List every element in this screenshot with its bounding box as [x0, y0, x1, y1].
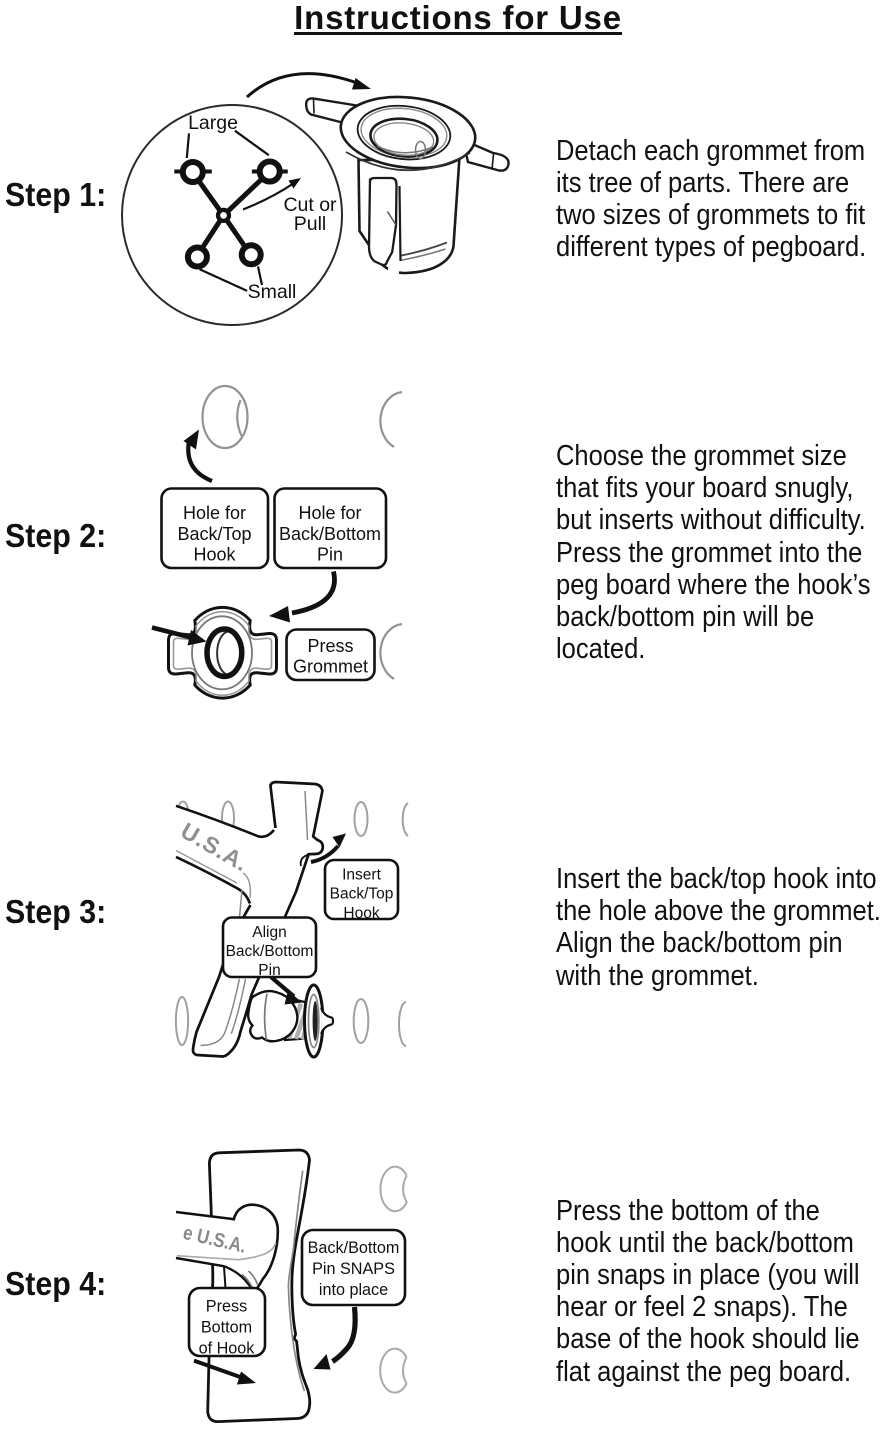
svg-text:Back/Bottom: Back/Bottom	[226, 943, 314, 960]
svg-text:Hook: Hook	[193, 545, 236, 565]
svg-text:of Hook: of Hook	[199, 1340, 256, 1358]
svg-text:Pin SNAPS: Pin SNAPS	[312, 1260, 395, 1278]
svg-text:Pin: Pin	[258, 962, 280, 979]
svg-text:Back/Top: Back/Top	[177, 524, 251, 544]
svg-text:Pull: Pull	[294, 213, 327, 235]
svg-text:Pin: Pin	[317, 545, 343, 565]
svg-text:Back/Bottom: Back/Bottom	[279, 524, 381, 544]
svg-text:Small: Small	[248, 281, 297, 303]
svg-text:Bottom: Bottom	[201, 1319, 252, 1337]
svg-text:Back/Bottom: Back/Bottom	[308, 1239, 400, 1257]
svg-text:into place: into place	[319, 1281, 388, 1299]
svg-text:Large: Large	[188, 112, 238, 134]
svg-text:Grommet: Grommet	[293, 656, 368, 676]
svg-text:Cut or: Cut or	[283, 194, 337, 216]
svg-text:Back/Top: Back/Top	[330, 886, 394, 903]
svg-text:Press: Press	[307, 636, 353, 656]
svg-text:Press: Press	[206, 1298, 247, 1316]
svg-text:Hole for: Hole for	[183, 503, 246, 523]
svg-text:Hook: Hook	[343, 905, 379, 922]
svg-text:Align: Align	[252, 924, 286, 941]
svg-text:Hole for: Hole for	[298, 503, 361, 523]
svg-text:Insert: Insert	[342, 867, 381, 884]
